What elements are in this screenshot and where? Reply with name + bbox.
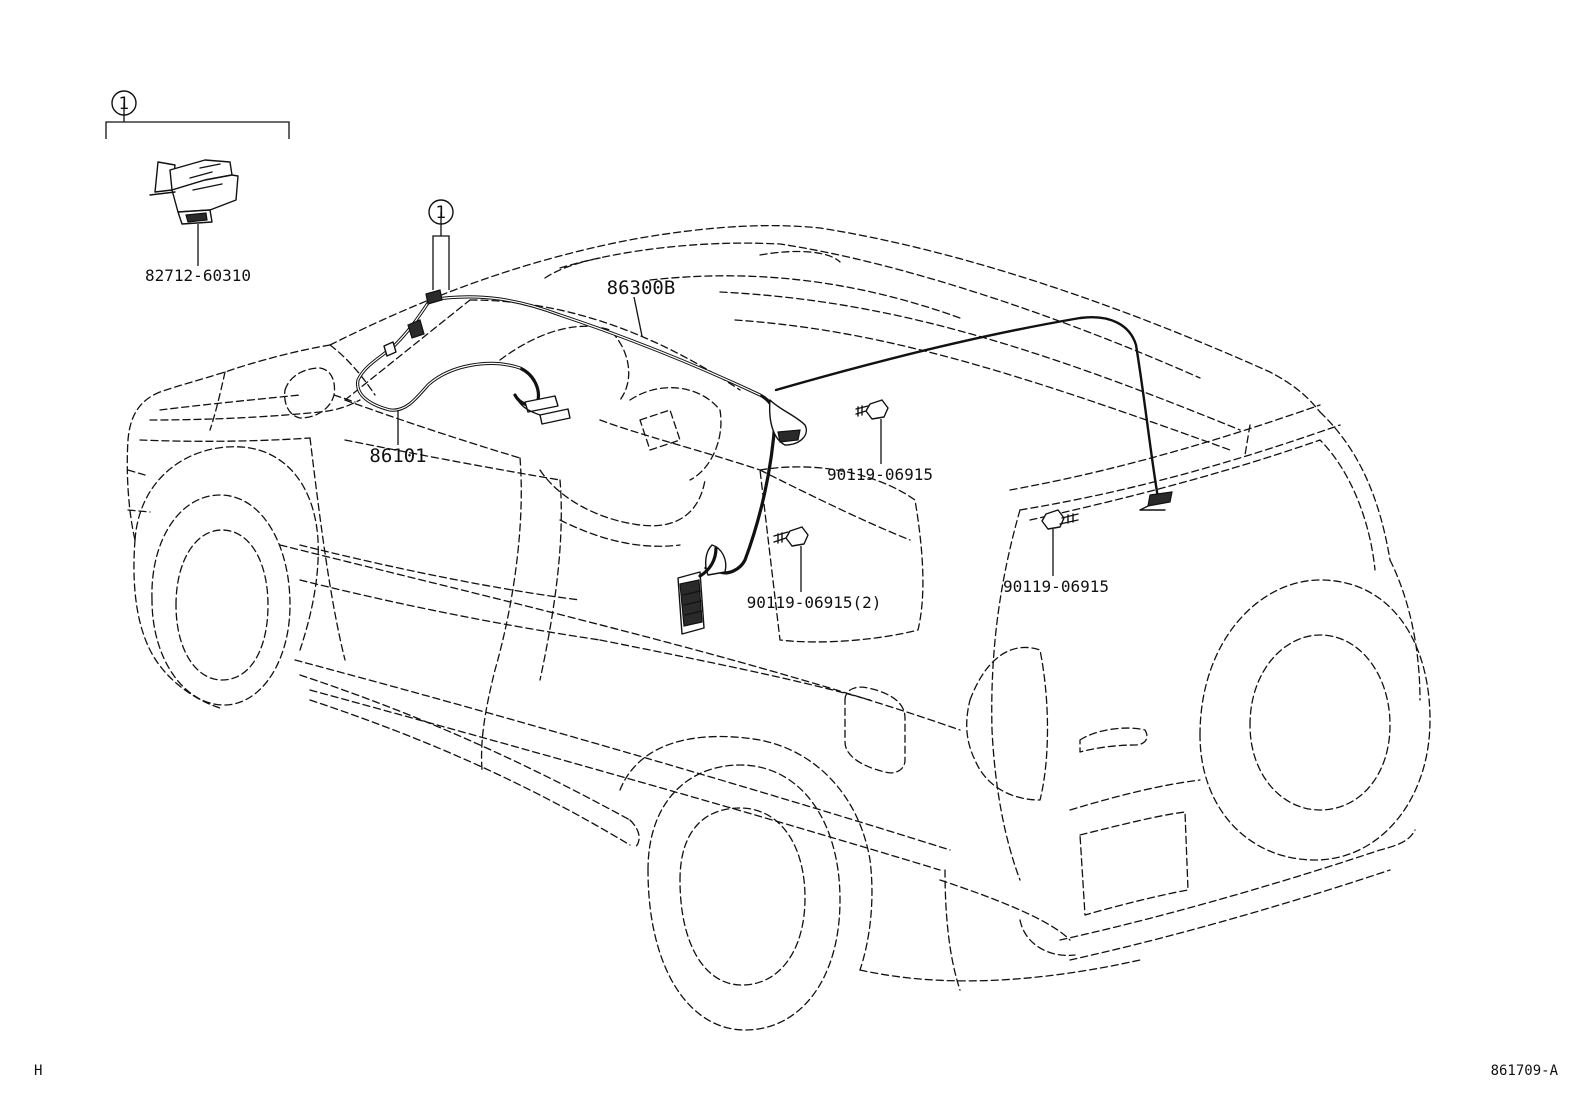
ref-callout-text: 1 [436, 203, 447, 223]
footer-left-code: H [34, 1063, 42, 1079]
part-number-antenna-assy: 86101 [369, 445, 426, 467]
bolt-rear [1041, 509, 1079, 530]
part-number-antenna-cord: 86300B [607, 277, 676, 299]
vehicle-outline [126, 224, 1431, 1031]
sensor-bracket-part [149, 159, 239, 225]
leader-lines [105, 103, 1054, 592]
footer-right-code: 861709-A [1491, 1063, 1559, 1079]
part-number-sensor: 82712-60310 [145, 266, 251, 285]
part-number-bolt-rear: 90119-06915 [1003, 577, 1109, 596]
ref-callout-top-left: 1 [111, 90, 137, 116]
antenna-assy-cable [356, 289, 571, 425]
receiver-module [677, 546, 718, 635]
bolt-upper [855, 399, 889, 420]
ref-callout-text: 1 [119, 94, 130, 114]
part-number-bolt-center: 90119-06915(2) [747, 593, 882, 612]
ref-callout-antenna: 1 [428, 199, 454, 225]
bolt-center [773, 526, 809, 547]
part-number-bolt-upper: 90119-06915 [827, 465, 933, 484]
